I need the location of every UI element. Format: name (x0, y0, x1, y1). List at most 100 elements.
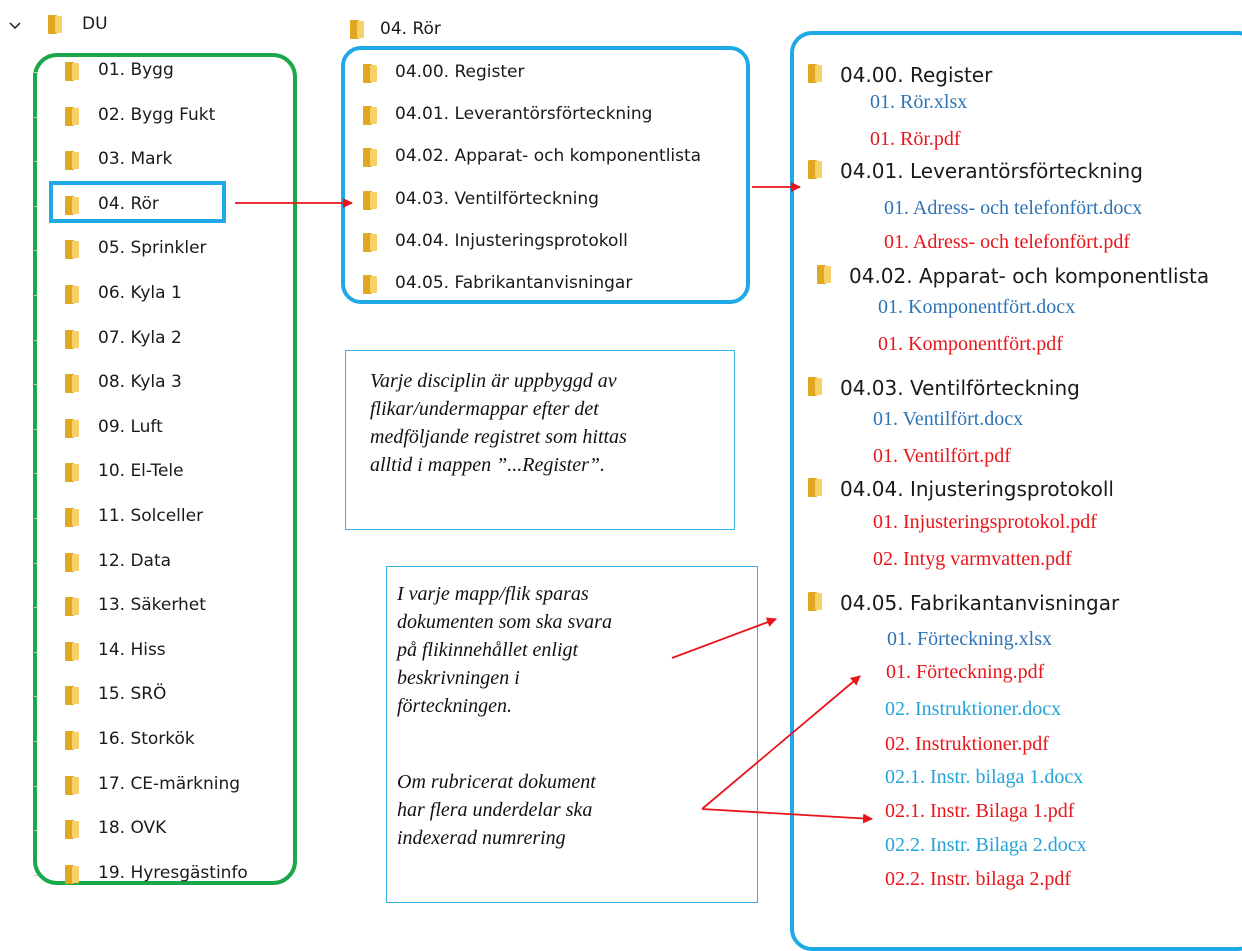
tree-expand-tick[interactable] (34, 339, 38, 341)
content-folder-3[interactable]: 04.03. Ventilförteckning (840, 376, 1080, 400)
folder-icon (65, 686, 79, 706)
file-item[interactable]: 01. Adress- och telefonfört.pdf (884, 231, 1131, 253)
tree-expand-tick[interactable] (34, 562, 38, 564)
note1-line: flikar/undermappar efter det (370, 398, 599, 420)
arrows-layer (235, 182, 873, 824)
tree-expand-tick[interactable] (34, 473, 38, 475)
file-item[interactable]: 02.2. Instr. bilaga 2.pdf (885, 868, 1072, 890)
content-folder-2[interactable]: 04.02. Apparat- och komponentlista (849, 264, 1210, 288)
tree-item-14[interactable]: 14. Hiss (98, 639, 166, 660)
tree-expand-tick[interactable] (34, 116, 38, 118)
file-item[interactable]: 02. Instruktioner.docx (885, 698, 1062, 720)
tree-expand-tick[interactable] (34, 830, 38, 832)
tree-expand-tick[interactable] (34, 295, 38, 296)
tree-item-13[interactable]: 13. Säkerhet (98, 595, 206, 616)
tree-expand-tick[interactable] (34, 651, 38, 653)
folder-icon (65, 731, 79, 750)
tree-item-16[interactable]: 16. Storkök (98, 729, 195, 749)
tree-expand-tick[interactable] (34, 607, 38, 609)
tree-expand-tick[interactable] (34, 428, 38, 430)
folder-icon (808, 377, 822, 396)
tree-expand-tick[interactable] (34, 205, 38, 207)
subfolder-item-1[interactable]: 04.01. Leverantörsförteckning (395, 104, 653, 125)
tree-item-1[interactable]: 01. Bygg (98, 60, 174, 80)
folder-icon (363, 106, 377, 126)
disciplines-green-frame (33, 53, 297, 885)
subfolder-item-4[interactable]: 04.04. Injusteringsprotokoll (395, 230, 628, 251)
file-item[interactable]: 01. Rör.xlsx (870, 91, 968, 113)
tree-expand-tick[interactable] (34, 250, 38, 252)
file-item[interactable]: 02.1. Instr. bilaga 1.docx (885, 766, 1084, 788)
note1-line: medföljande registret som hittas (370, 426, 627, 448)
tree-item-8[interactable]: 08. Kyla 3 (98, 372, 182, 393)
tree-item-3[interactable]: 03. Mark (98, 149, 173, 170)
folder-icon (65, 864, 79, 884)
file-item[interactable]: 01. Rör.pdf (870, 128, 961, 150)
arrow-note-to-forteckning-pdf (701, 675, 861, 810)
file-item[interactable]: 02. Intyg varmvatten.pdf (873, 548, 1072, 570)
tree-item-18[interactable]: 18. OVK (98, 818, 167, 839)
content-folder-5[interactable]: 04.05. Fabrikantanvisningar (840, 591, 1120, 615)
selected-folder-highlight (49, 181, 226, 223)
tree-item-15[interactable]: 15. SRÖ (98, 684, 167, 705)
folder-icon (65, 151, 79, 171)
note-register-explanation: Varje disciplin är uppbyggd av flikar/un… (345, 350, 735, 530)
folder-icon (65, 374, 79, 394)
tree-expand-tick[interactable] (34, 785, 38, 787)
tree-chevron-down-icon[interactable] (8, 18, 22, 32)
folder-icon (808, 64, 822, 83)
tree-expand-tick[interactable] (34, 72, 38, 73)
tree-item-5[interactable]: 05. Sprinkler (98, 238, 207, 259)
arrow-note-to-bilaga (701, 808, 873, 824)
tree-expand-tick[interactable] (34, 161, 38, 163)
tree-expand-tick[interactable] (34, 696, 38, 698)
tree-item-10[interactable]: 10. El-Tele (98, 461, 184, 482)
folder-icon (65, 597, 79, 617)
folder-icon (65, 285, 79, 304)
folder-icon (363, 148, 377, 168)
tree-item-11[interactable]: 11. Solceller (98, 506, 204, 526)
note2-line: dokumenten som ska svara (397, 611, 612, 633)
middle-title[interactable]: 04. Rör (380, 19, 441, 39)
file-item[interactable]: 01. Ventilfört.docx (873, 408, 1024, 430)
folder-icon (808, 592, 822, 611)
file-item[interactable]: 01. Komponentfört.pdf (878, 333, 1063, 355)
folder-icon (65, 508, 79, 527)
tree-item-17[interactable]: 17. CE-märkning (98, 773, 241, 794)
file-item[interactable]: 02.2. Instr. Bilaga 2.docx (885, 834, 1087, 856)
subfolder-item-5[interactable]: 04.05. Fabrikantanvisningar (395, 273, 633, 293)
subfolder-item-3[interactable]: 04.03. Ventilförteckning (395, 188, 599, 209)
file-item[interactable]: 01. Ventilfört.pdf (873, 445, 1011, 467)
subfolder-item-2[interactable]: 04.02. Apparat- och komponentlista (395, 146, 702, 167)
folder-icon (350, 20, 364, 39)
note-document-storage: I varje mapp/flik sparas dokumenten som … (386, 566, 758, 903)
folder-icon (363, 190, 377, 210)
tree-expand-tick[interactable] (34, 874, 38, 876)
tree-expand-tick[interactable] (34, 741, 38, 742)
tree-item-4[interactable]: 04. Rör (98, 193, 159, 214)
content-folder-0[interactable]: 04.00. Register (840, 63, 993, 87)
file-item[interactable]: 01. Adress- och telefonfört.docx (884, 197, 1143, 219)
file-item[interactable]: 01. Förteckning.xlsx (887, 628, 1052, 650)
subfolder-item-0[interactable]: 04.00. Register (395, 62, 525, 82)
arrow-note-to-fabrikant (671, 617, 777, 659)
folder-icon (65, 240, 79, 260)
file-item[interactable]: 01. Förteckning.pdf (886, 661, 1045, 683)
content-folder-4[interactable]: 04.04. Injusteringsprotokoll (840, 477, 1114, 501)
tree-item-19[interactable]: 19. Hyresgästinfo (98, 862, 248, 883)
file-item[interactable]: 02.1. Instr. Bilaga 1.pdf (885, 800, 1075, 822)
tree-expand-tick[interactable] (34, 384, 38, 386)
folder-icon (65, 775, 79, 795)
tree-item-2[interactable]: 02. Bygg Fukt (98, 104, 216, 125)
content-folder-1[interactable]: 04.01. Leverantörsförteckning (840, 159, 1143, 183)
tree-item-6[interactable]: 06. Kyla 1 (98, 283, 182, 303)
folder-icon (808, 160, 822, 179)
file-item[interactable]: 01. Komponentfört.docx (878, 296, 1076, 318)
tree-expand-tick[interactable] (34, 518, 38, 519)
tree-item-7[interactable]: 07. Kyla 2 (98, 327, 182, 348)
file-item[interactable]: 01. Injusteringsprotokol.pdf (873, 511, 1097, 533)
file-item[interactable]: 02. Instruktioner.pdf (885, 733, 1049, 755)
tree-item-12[interactable]: 12. Data (98, 550, 172, 571)
tree-item-9[interactable]: 09. Luft (98, 416, 163, 437)
tree-root-label[interactable]: DU (82, 14, 108, 34)
